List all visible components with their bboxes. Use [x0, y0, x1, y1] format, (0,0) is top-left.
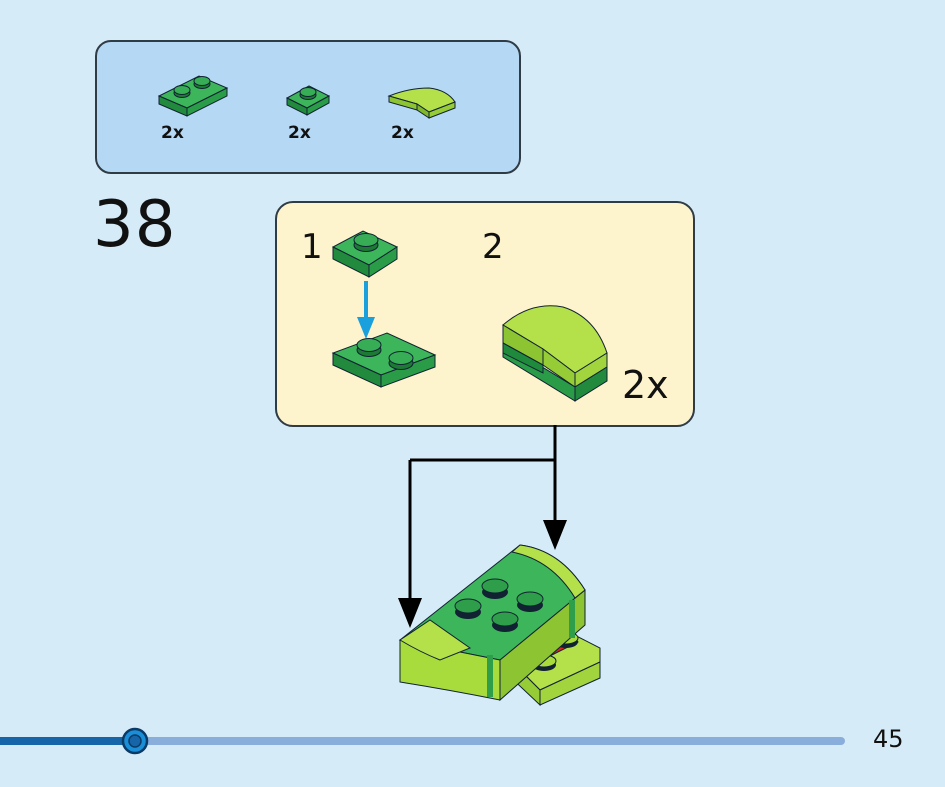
part-count-1: 2x: [161, 123, 184, 143]
green-plate-1x2-icon: [157, 75, 229, 117]
parts-icons: [157, 75, 456, 119]
sub-step-1-label: 1: [301, 227, 323, 267]
progress-bar: [0, 727, 845, 755]
curved-slope-assembly-icon: [502, 305, 608, 402]
step-number: 38: [93, 188, 177, 262]
page-number: 45: [873, 725, 904, 753]
sub-assembly-box: 1 2 2x: [275, 201, 695, 427]
part-count-2: 2x: [288, 123, 311, 143]
progress-knob-inner: [128, 734, 142, 748]
lime-curved-slope-icon: [387, 87, 456, 119]
sub-assembly-multiplier: 2x: [622, 363, 669, 407]
part-count-3: 2x: [391, 123, 414, 143]
green-plate-1x2-icon: [331, 332, 437, 388]
sub-assembly-illustration: [331, 230, 608, 402]
parts-list-box: 2x 2x 2x: [95, 40, 521, 174]
green-plate-1x1-icon: [331, 230, 399, 278]
arrow-head-left: [398, 598, 422, 628]
sub-step-2-label: 2: [482, 227, 504, 267]
connector-arrows: [408, 425, 557, 600]
progress-fill: [0, 737, 135, 745]
blue-down-arrow: [357, 281, 375, 339]
final-model: [398, 544, 601, 707]
model-studs: [454, 578, 544, 632]
progress-track: [0, 737, 845, 745]
green-plate-1x1-icon: [285, 85, 331, 116]
arrow-head-right: [543, 520, 567, 550]
